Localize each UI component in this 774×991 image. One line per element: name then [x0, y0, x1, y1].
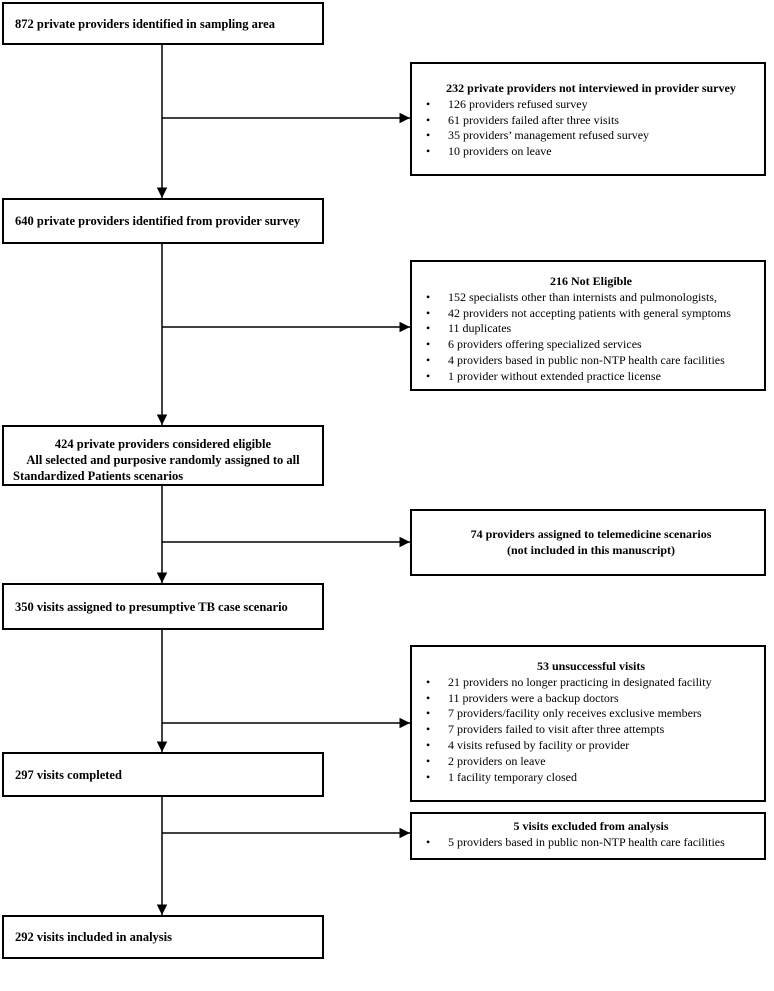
box-assigned: 350 visits assigned to presumptive TB ca…: [2, 583, 324, 630]
box-included: 292 visits included in analysis: [2, 915, 324, 959]
list-item: 1 facility temporary closed: [426, 770, 756, 786]
eligible-line-2: All selected and purposive randomly assi…: [26, 453, 300, 467]
eligible-line-3: Standardized Patients scenarios: [13, 469, 184, 483]
list-item: 61 providers failed after three visits: [426, 113, 756, 129]
included-text: 292 visits included in analysis: [15, 930, 172, 944]
excluded-list: 5 providers based in public non-NTP heal…: [426, 835, 756, 851]
unsuccessful-list: 21 providers no longer practicing in des…: [426, 675, 756, 786]
list-item: 1 provider without extended practice lic…: [426, 369, 756, 385]
list-item: 4 visits refused by facility or provider: [426, 738, 756, 754]
box-survey: 640 private providers identified from pr…: [2, 198, 324, 244]
list-item: 11 providers were a backup doctors: [426, 691, 756, 707]
list-item: 5 providers based in public non-NTP heal…: [426, 835, 756, 851]
list-item: 11 duplicates: [426, 321, 756, 337]
list-item: 152 specialists other than internists an…: [426, 290, 756, 306]
box-excluded: 5 visits excluded from analysis 5 provid…: [410, 812, 766, 860]
box-eligible: 424 private providers considered eligibl…: [2, 425, 324, 486]
completed-text: 297 visits completed: [15, 767, 122, 782]
list-item: 4 providers based in public non-NTP heal…: [426, 353, 756, 369]
unsuccessful-title: 53 unsuccessful visits: [536, 659, 646, 673]
not-eligible-title: 216 Not Eligible: [549, 274, 632, 288]
box-identified: 872 private providers identified in samp…: [2, 2, 324, 45]
list-item: 126 providers refused survey: [426, 97, 756, 113]
excluded-title: 5 visits excluded from analysis: [513, 819, 669, 833]
assigned-text: 350 visits assigned to presumptive TB ca…: [15, 599, 288, 614]
list-item: 35 providers’ management refused survey: [426, 128, 756, 144]
list-item: 42 providers not accepting patients with…: [426, 306, 756, 322]
box-unsuccessful: 53 unsuccessful visits 21 providers no l…: [410, 645, 766, 802]
telemedicine-line-1: 74 providers assigned to telemedicine sc…: [470, 526, 712, 541]
identified-text: 872 private providers identified in samp…: [15, 16, 275, 31]
box-completed: 297 visits completed: [2, 752, 324, 797]
box-not-eligible: 216 Not Eligible 152 specialists other t…: [410, 260, 766, 391]
list-item: 7 providers/facility only receives exclu…: [426, 706, 756, 722]
box-not-interviewed: 232 private providers not interviewed in…: [410, 62, 766, 176]
survey-text: 640 private providers identified from pr…: [15, 214, 301, 228]
not-eligible-list: 152 specialists other than internists an…: [426, 290, 756, 385]
list-item: 7 providers failed to visit after three …: [426, 722, 756, 738]
list-item: 10 providers on leave: [426, 144, 756, 160]
not-interviewed-title: 232 private providers not interviewed in…: [446, 81, 736, 95]
list-item: 21 providers no longer practicing in des…: [426, 675, 756, 691]
list-item: 6 providers offering specialized service…: [426, 337, 756, 353]
not-interviewed-list: 126 providers refused survey 61 provider…: [426, 97, 756, 160]
telemedicine-line-2: (not included in this manuscript): [506, 542, 676, 557]
box-telemedicine: 74 providers assigned to telemedicine sc…: [410, 509, 766, 576]
eligible-line-1: 424 private providers considered eligibl…: [54, 437, 272, 451]
list-item: 2 providers on leave: [426, 754, 756, 770]
